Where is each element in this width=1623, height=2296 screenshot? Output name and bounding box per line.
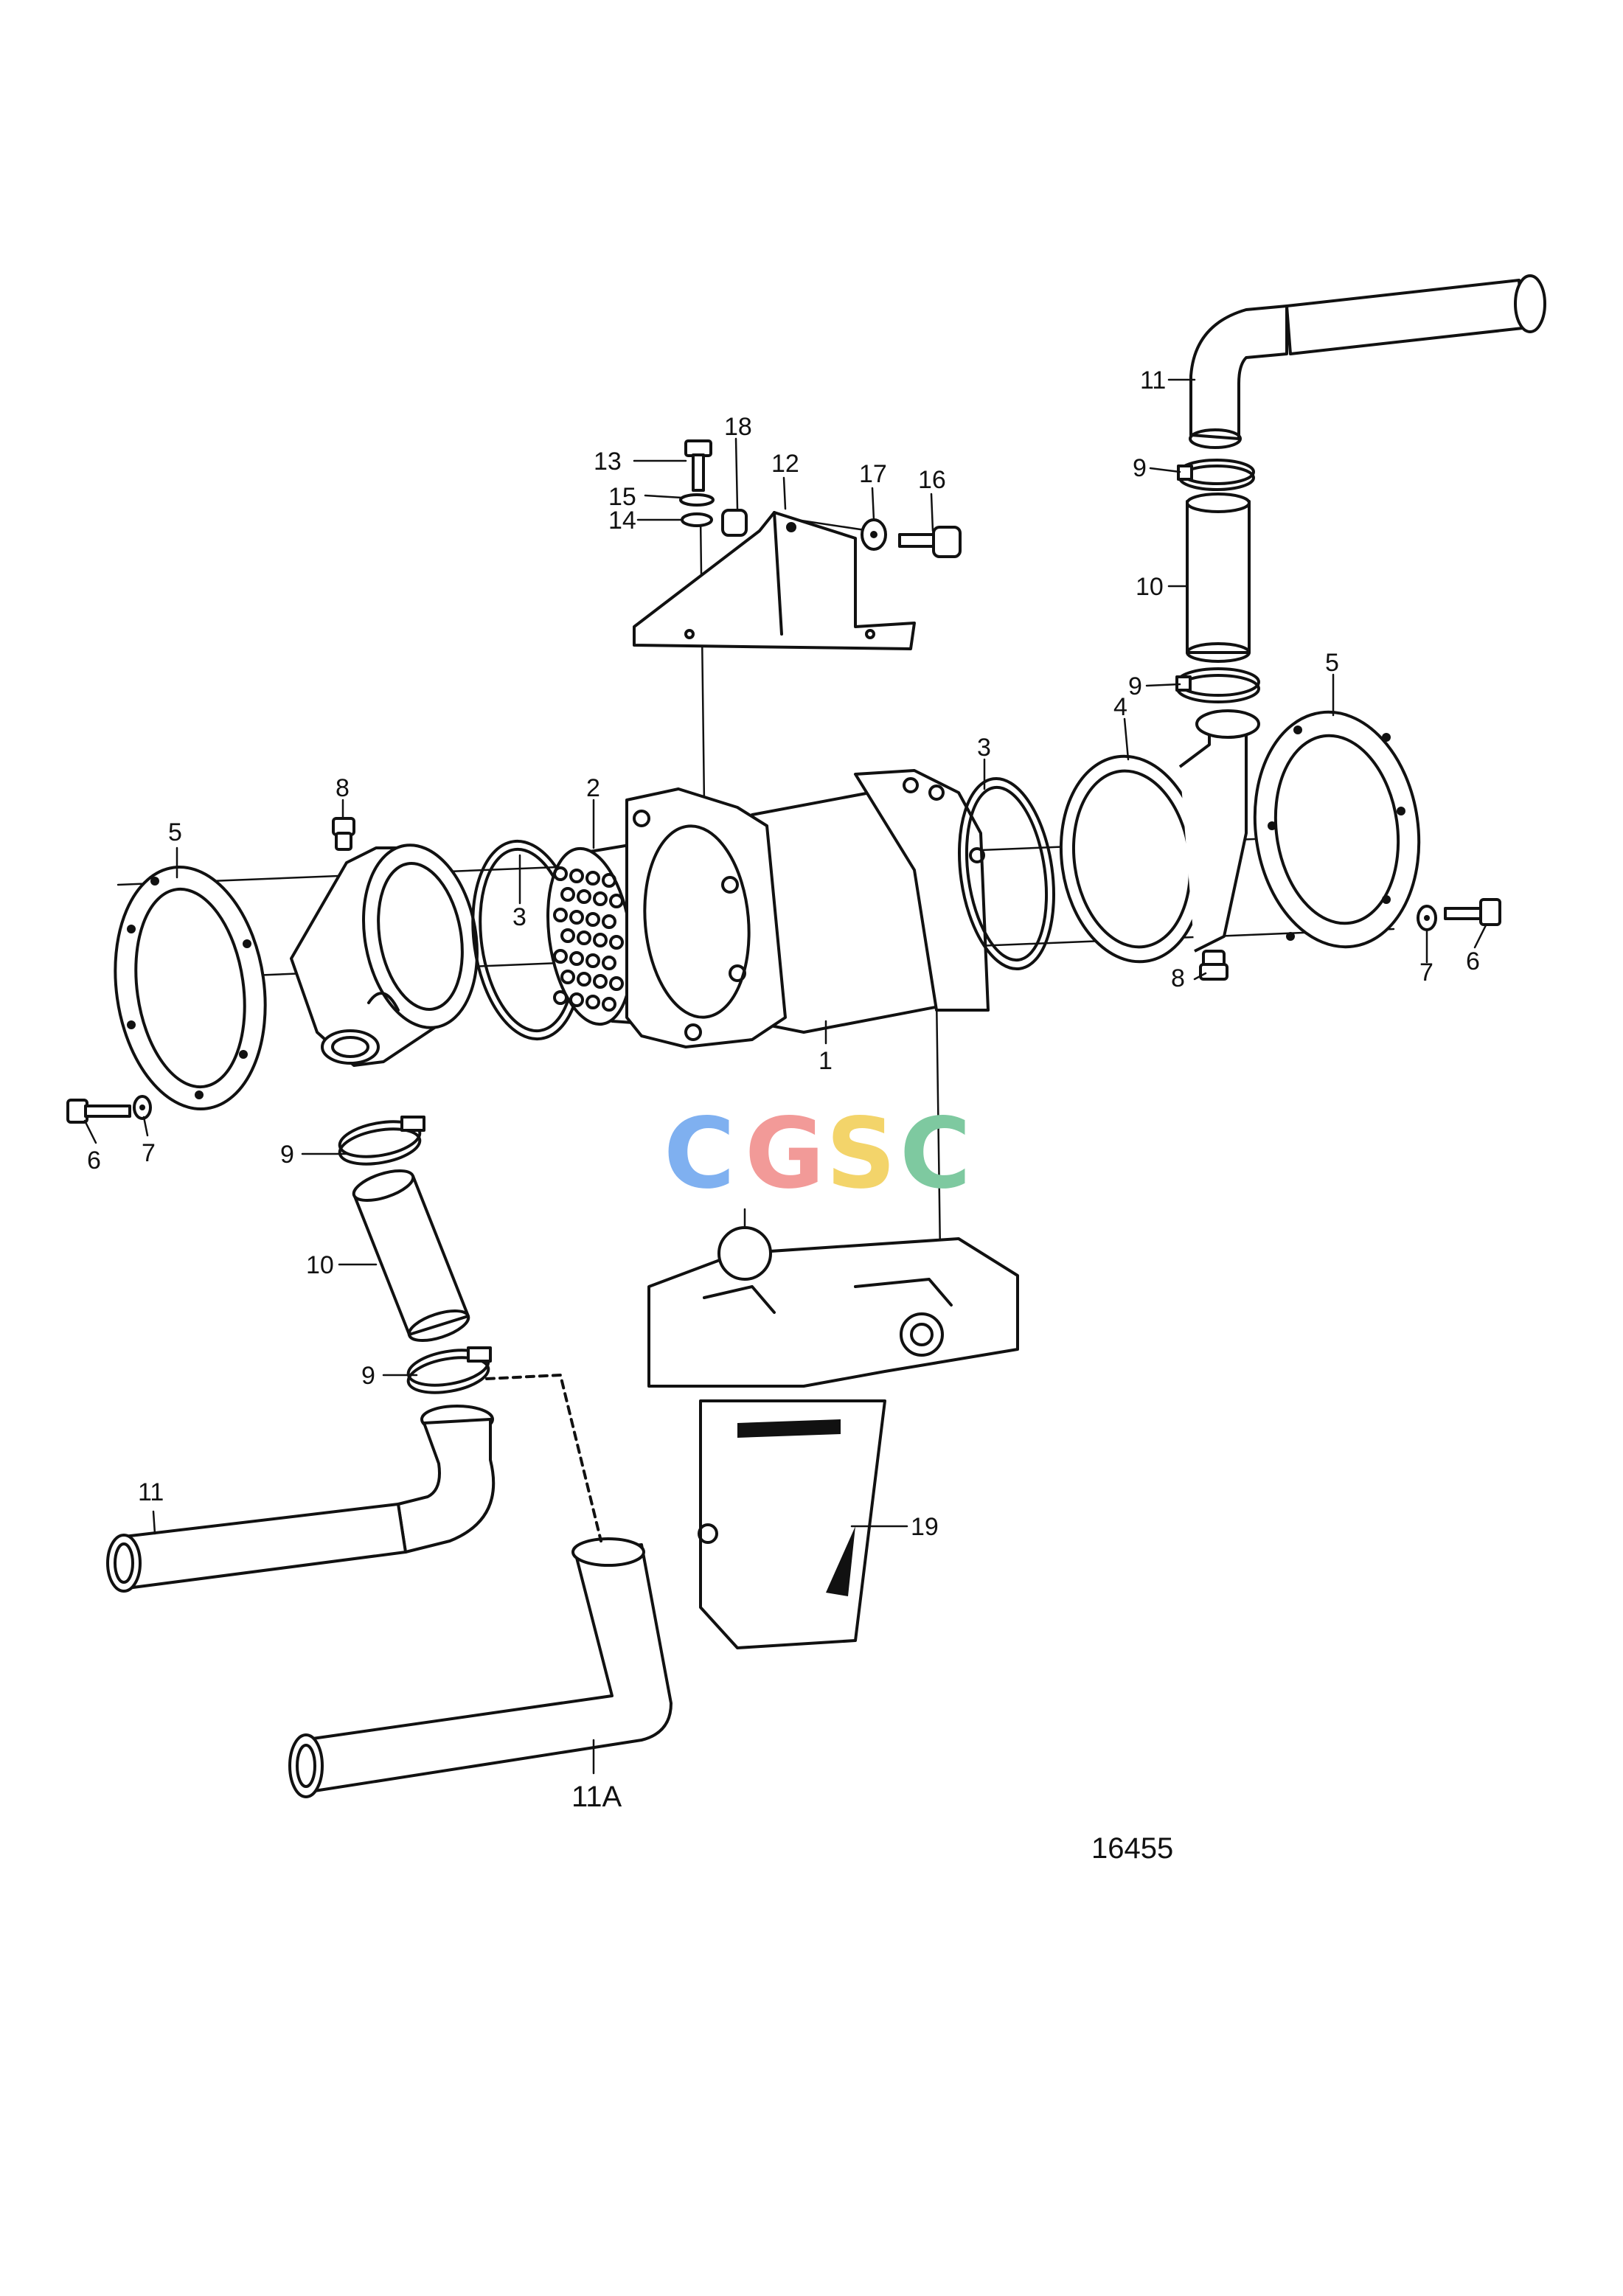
bent-pipe-11a bbox=[288, 1537, 673, 1798]
bolt-13 bbox=[684, 439, 712, 492]
watermark-letter-3: S bbox=[826, 1097, 896, 1211]
tube-hole bbox=[585, 871, 600, 886]
callout-9-lower-right: 9 bbox=[1128, 672, 1142, 700]
callout-17: 17 bbox=[859, 460, 887, 488]
right-lower-clamp bbox=[1175, 667, 1260, 703]
callout-6-right: 6 bbox=[1466, 947, 1480, 975]
callout-2: 2 bbox=[586, 774, 600, 802]
left-upper-clamp bbox=[338, 1116, 425, 1166]
watermark-letter-2: G bbox=[745, 1097, 824, 1211]
tube-hole bbox=[602, 914, 616, 929]
callout-4: 4 bbox=[1113, 693, 1127, 721]
tube-hole bbox=[553, 866, 568, 881]
tube-hole bbox=[602, 997, 616, 1012]
tube-hole bbox=[609, 935, 624, 950]
callout-8-left: 8 bbox=[336, 774, 350, 802]
callout-6-left: 6 bbox=[87, 1147, 101, 1175]
tube-hole bbox=[560, 887, 575, 902]
tube-hole bbox=[577, 972, 591, 987]
tube-hole bbox=[569, 910, 584, 925]
tube-hole bbox=[593, 933, 608, 947]
callout-15: 15 bbox=[608, 483, 636, 511]
washer-14 bbox=[681, 512, 713, 527]
watermark-letter-1: C bbox=[664, 1097, 735, 1211]
callout-9-lower-left: 9 bbox=[361, 1362, 375, 1390]
tube-hole bbox=[569, 869, 584, 883]
tube-hole bbox=[585, 995, 600, 1009]
left-lower-pipe bbox=[106, 1405, 496, 1593]
callout-16: 16 bbox=[918, 466, 946, 494]
leader-lines bbox=[83, 378, 1487, 1775]
tube-hole bbox=[553, 949, 568, 964]
right-drain-plug bbox=[1199, 950, 1228, 981]
tube-hole bbox=[577, 889, 591, 904]
callout-12: 12 bbox=[771, 450, 799, 478]
tube-hole bbox=[609, 894, 624, 908]
left-washer bbox=[133, 1095, 152, 1120]
tube-hole bbox=[585, 912, 600, 927]
callout-7-left: 7 bbox=[142, 1139, 156, 1167]
callout-3-left: 3 bbox=[512, 903, 526, 931]
tube-hole bbox=[569, 992, 584, 1007]
right-washer bbox=[1417, 905, 1437, 931]
callout-1: 1 bbox=[819, 1047, 833, 1075]
left-elbow-housing bbox=[290, 843, 479, 1067]
bolt-16 bbox=[898, 526, 962, 558]
mounting-bracket bbox=[633, 511, 916, 650]
callout-labels: 1 2 3 3 4 5 5 6 6 7 7 8 8 9 9 9 9 10 10 … bbox=[87, 366, 1480, 1813]
callout-3-right: 3 bbox=[977, 734, 991, 762]
callout-9-upper-left: 9 bbox=[280, 1141, 294, 1169]
right-hose bbox=[1186, 493, 1251, 663]
callout-11-right: 11 bbox=[1140, 366, 1166, 394]
figure-number: 16455 bbox=[1091, 1832, 1173, 1865]
watermark: C G S C bbox=[664, 1097, 971, 1211]
callout-5-left: 5 bbox=[168, 818, 182, 846]
callout-5-right: 5 bbox=[1325, 649, 1339, 677]
tube-hole bbox=[560, 970, 575, 984]
right-bolt bbox=[1444, 898, 1501, 926]
tube-hole bbox=[553, 990, 568, 1005]
watermark-letter-4: C bbox=[900, 1097, 971, 1211]
spacer-18 bbox=[721, 509, 748, 537]
tube-holes bbox=[553, 866, 624, 1012]
tube-hole bbox=[560, 928, 575, 943]
tube-hole bbox=[577, 930, 591, 945]
callout-13: 13 bbox=[594, 448, 622, 476]
right-upper-clamp bbox=[1177, 459, 1255, 491]
left-drain-plug bbox=[332, 817, 355, 851]
left-bolt bbox=[66, 1099, 131, 1124]
tube-hole bbox=[602, 956, 616, 970]
spring-washer-15 bbox=[679, 493, 715, 507]
callout-11-left: 11 bbox=[138, 1478, 164, 1506]
left-lower-clamp bbox=[406, 1346, 492, 1394]
callout-10-left: 10 bbox=[306, 1251, 334, 1279]
callout-7-right: 7 bbox=[1419, 959, 1433, 987]
washer-17 bbox=[861, 518, 887, 551]
callout-10-right: 10 bbox=[1136, 573, 1164, 601]
cooler-body bbox=[625, 769, 990, 1048]
left-flange bbox=[114, 866, 267, 1110]
tube-hole bbox=[593, 974, 608, 989]
tube-hole bbox=[593, 891, 608, 906]
callout-18: 18 bbox=[724, 413, 752, 441]
tube-hole bbox=[585, 953, 600, 968]
tube-hole bbox=[609, 976, 624, 991]
pump-bracket bbox=[647, 1226, 1019, 1649]
right-upper-pipe bbox=[1189, 274, 1546, 449]
right-o-ring bbox=[957, 776, 1056, 971]
right-flange bbox=[1253, 710, 1421, 949]
tube-hole bbox=[569, 951, 584, 966]
tube-hole bbox=[553, 908, 568, 922]
right-elbow-housing bbox=[1059, 709, 1260, 964]
left-hose bbox=[352, 1169, 470, 1343]
callout-8-right: 8 bbox=[1171, 964, 1185, 992]
callout-14: 14 bbox=[608, 507, 636, 535]
tube-hole bbox=[602, 873, 616, 888]
callout-11a: 11A bbox=[571, 1781, 622, 1813]
callout-9-upper-right: 9 bbox=[1133, 454, 1147, 482]
callout-19: 19 bbox=[911, 1513, 939, 1541]
